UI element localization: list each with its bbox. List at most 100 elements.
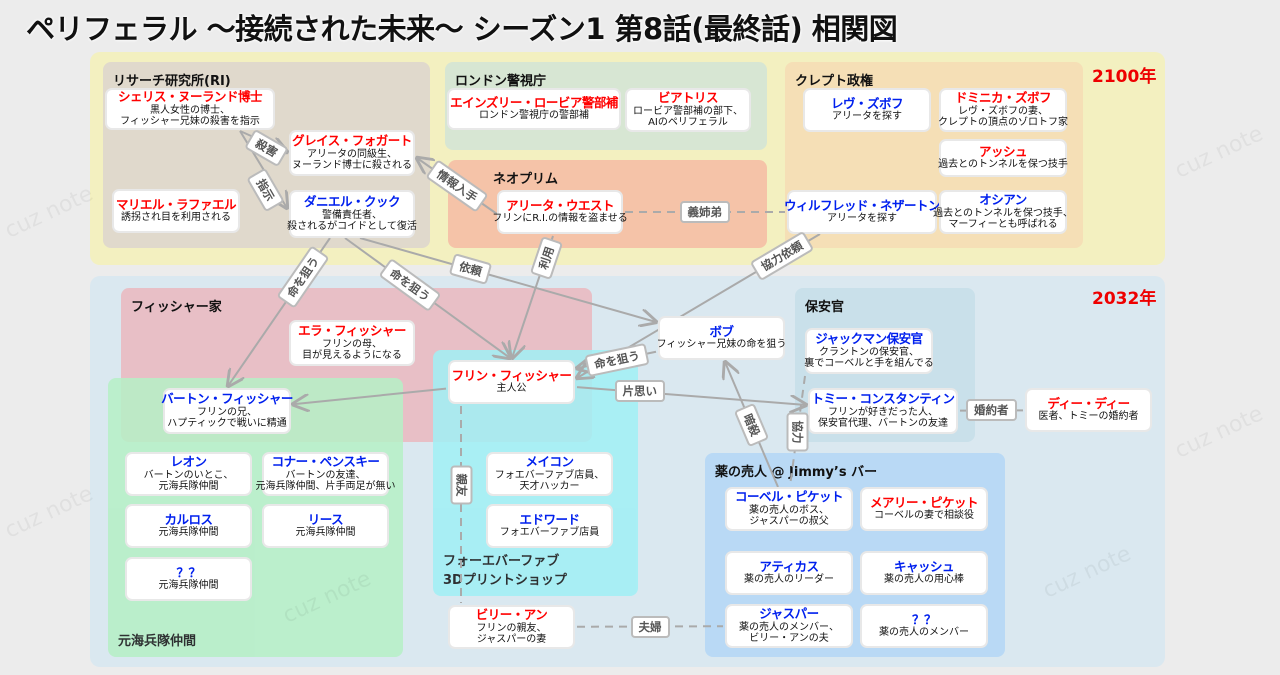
character-description: 薬の売人のメンバー、 ビリー・アンの夫: [739, 621, 839, 645]
character-name: リース: [307, 512, 344, 528]
character-name: レヴ・ズボフ: [830, 96, 904, 112]
character-name: アティカス: [759, 559, 819, 575]
character-card-ainsley[interactable]: エインズリー・ロービア警部補ロンドン警視庁の警部補: [447, 88, 621, 130]
character-description: フィッシャー兄妹の命を狙う: [656, 339, 787, 351]
character-name: カルロス: [164, 512, 213, 528]
character-description: 過去とのトンネルを保つ技手: [938, 159, 1068, 171]
character-card-reece[interactable]: リース元海兵隊仲間: [262, 504, 389, 548]
edge-label: 婚約者: [966, 399, 1017, 422]
character-card-dominika[interactable]: ドミニカ・ズボフレヴ・ズボフの妻、 クレプトの頂点のゾロトフ家: [938, 88, 1068, 132]
group-label: 保安官: [805, 300, 845, 315]
character-description: 黒人女性の博士、 フィッシャー兄妹の殺害を指示: [120, 104, 260, 128]
character-card-corbell[interactable]: コーベル・ピケット薬の売人のボス、 ジャスパーの叔父: [725, 487, 853, 531]
edge-label: 協力: [786, 412, 808, 452]
character-description: 誘拐され目を利用される: [121, 212, 231, 224]
character-description: アリータの同級生、 ヌーランド博士に殺される: [292, 148, 412, 172]
character-name: メアリー・ピケット: [869, 495, 979, 511]
character-card-beatrice[interactable]: ビアトリスロービア警部補の部下、 AIのペリフェラル: [625, 88, 751, 132]
group-label: フィッシャー家: [131, 300, 222, 315]
character-name: ビアトリス: [657, 90, 719, 106]
character-description: フリンが好きだった人、 保安官代理、バートンの友達: [818, 406, 948, 430]
character-card-wilf[interactable]: ウィルフレッド・ネザートンアリータを探す: [784, 190, 941, 234]
character-name: ビリー・アン: [475, 607, 548, 623]
character-name: グレイス・フォガート: [292, 133, 412, 149]
character-name: エラ・フィッシャー: [298, 323, 406, 339]
character-card-tommy[interactable]: トミー・コンスタンティンフリンが好きだった人、 保安官代理、バートンの友達: [808, 388, 958, 434]
character-name: ドミニカ・ズボフ: [954, 90, 1052, 106]
character-card-bob[interactable]: ボブフィッシャー兄妹の命を狙う: [656, 316, 787, 360]
character-card-conor[interactable]: コナー・ペンスキーバートンの友達、 元海兵隊仲間、片手両足が無い: [256, 452, 396, 496]
character-name: メイコン: [525, 454, 574, 470]
character-card-ossian[interactable]: オシアン過去とのトンネルを保つ技手、 マーフィーとも呼ばれる: [933, 190, 1073, 234]
character-name: ボブ: [709, 324, 734, 340]
character-description: フォエバーファブ店員: [499, 527, 600, 539]
edge-label: 義姉弟: [679, 201, 730, 223]
character-description: フォエバーファブ店員、 天才ハッカー: [494, 469, 605, 493]
page-title: ペリフェラル ～接続された未来～ シーズン1 第8話(最終話) 相関図: [26, 12, 898, 46]
character-card-marielle[interactable]: マリエル・ラファエル誘拐され目を利用される: [112, 189, 240, 233]
character-name: ？？: [176, 565, 201, 581]
character-card-grace[interactable]: グレイス・フォガートアリータの同級生、 ヌーランド博士に殺される: [289, 130, 415, 176]
character-description: 薬の売人の用心棒: [884, 574, 964, 586]
character-name: ジャスパー: [759, 606, 819, 622]
character-name: エドワード: [519, 512, 580, 528]
edge-line-daniel-bob: [359, 237, 656, 322]
character-card-leon[interactable]: レオンバートンのいとこ、 元海兵隊仲間: [125, 452, 252, 496]
character-name: ジャックマン保安官: [815, 331, 923, 347]
character-name: マリエル・ラファエル: [115, 197, 237, 213]
character-card-unknown1[interactable]: ？？元海兵隊仲間: [125, 557, 252, 601]
character-description: クラントンの保安官、 裏でコーベルと手を組んでる: [804, 346, 934, 370]
character-card-jasper[interactable]: ジャスパー薬の売人のメンバー、 ビリー・アンの夫: [725, 604, 853, 648]
character-card-flynne[interactable]: フリン・フィッシャー主人公: [448, 360, 575, 404]
character-card-ash[interactable]: アッシュ過去とのトンネルを保つ技手: [938, 139, 1068, 177]
character-description: バートンのいとこ、 元海兵隊仲間: [143, 469, 234, 493]
edge-line-jackman-corbell: [789, 375, 806, 487]
character-description: 過去とのトンネルを保つ技手、 マーフィーとも呼ばれる: [933, 207, 1073, 231]
character-card-aelita[interactable]: アリータ・ウエストフリンにR.I.の情報を盗ませる: [492, 190, 628, 234]
group-label: ネオプリム: [493, 172, 559, 187]
character-card-billy[interactable]: ビリー・アンフリンの親友、 ジャスパーの妻: [448, 605, 575, 649]
character-card-atticus[interactable]: アティカス薬の売人のリーダー: [725, 551, 853, 595]
character-card-burton[interactable]: バートン・フィッシャーフリンの兄、 ハプティックで戦いに精通: [161, 388, 293, 434]
character-card-ella[interactable]: エラ・フィッシャーフリンの母、 目が見えるようになる: [289, 320, 415, 366]
character-card-cherise[interactable]: シェリス・ヌーランド博士黒人女性の博士、 フィッシャー兄妹の殺害を指示: [105, 88, 275, 130]
edge-label: 片思い: [614, 380, 665, 402]
character-card-macon[interactable]: メイコンフォエバーファブ店員、 天才ハッカー: [486, 452, 613, 496]
character-card-unknown2[interactable]: ？？薬の売人のメンバー: [860, 604, 988, 648]
character-name: エインズリー・ロービア警部補: [450, 95, 618, 111]
character-name: ディー・ディー: [1047, 396, 1130, 412]
character-description: 元海兵隊仲間: [158, 527, 219, 539]
character-name: レオン: [170, 454, 207, 470]
character-name: オシアン: [979, 192, 1027, 208]
character-name: アリータ・ウエスト: [505, 198, 615, 214]
character-description: 薬の売人のリーダー: [744, 574, 834, 586]
character-description: フリンの親友、 ジャスパーの妻: [476, 622, 547, 646]
character-description: ロンドン警視庁の警部補: [479, 110, 589, 122]
character-card-lev[interactable]: レヴ・ズボフアリータを探す: [803, 88, 931, 132]
character-card-edward[interactable]: エドワードフォエバーファブ店員: [486, 504, 613, 548]
character-description: コーベルの妻で相談役: [874, 510, 974, 522]
character-card-mary[interactable]: メアリー・ピケットコーベルの妻で相談役: [860, 487, 988, 531]
character-card-daniel[interactable]: ダニエル・クック警備責任者、 殺されるがコイドとして復活: [287, 190, 417, 238]
character-card-jackman[interactable]: ジャックマン保安官クラントンの保安官、 裏でコーベルと手を組んでる: [804, 328, 934, 374]
character-card-carlos[interactable]: カルロス元海兵隊仲間: [125, 504, 252, 548]
group-label: クレプト政権: [795, 74, 874, 89]
character-description: 薬の売人のボス、 ジャスパーの叔父: [749, 504, 829, 528]
edge-line-flynne-tommy: [576, 386, 806, 405]
era-label-2032: 2032年: [1092, 289, 1157, 309]
character-name: ダニエル・クック: [303, 194, 401, 210]
edge-label: 親友: [450, 465, 472, 505]
character-name: キャッシュ: [893, 559, 955, 575]
character-description: ロービア警部補の部下、 AIのペリフェラル: [633, 105, 743, 129]
character-description: アリータを探す: [832, 111, 902, 123]
character-name: ウィルフレッド・ネザートン: [784, 198, 941, 214]
character-name: フリン・フィッシャー: [451, 368, 572, 384]
character-card-dee[interactable]: ディー・ディー医者、トミーの婚約者: [1025, 388, 1152, 432]
group-label: 薬の売人 @ Jimmy’s バー: [715, 465, 878, 480]
group-label: フォーエバーファブ 3Dプリントショップ: [443, 554, 567, 588]
character-description: フリンの母、 目が見えるようになる: [302, 338, 402, 362]
character-card-cash[interactable]: キャッシュ薬の売人の用心棒: [860, 551, 988, 595]
character-description: フリンにR.I.の情報を盗ませる: [492, 213, 628, 225]
group-label: ロンドン警視庁: [455, 74, 547, 89]
character-description: 主人公: [496, 383, 527, 395]
